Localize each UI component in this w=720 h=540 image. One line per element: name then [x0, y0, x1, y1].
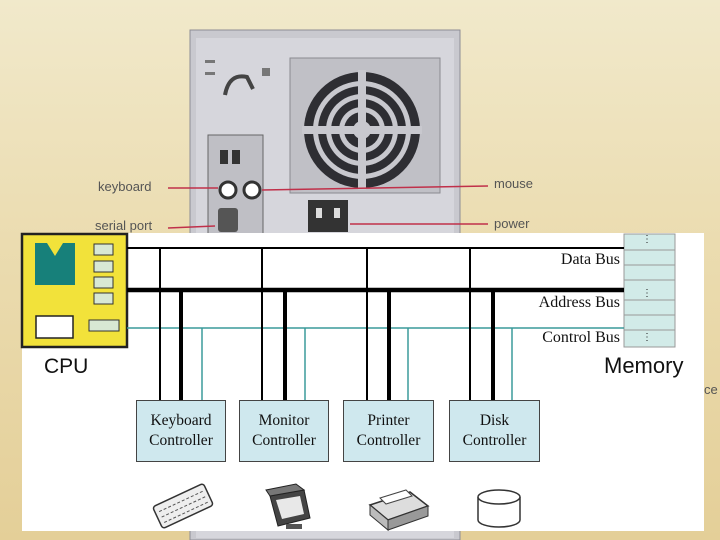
disk-controller: Disk Controller: [449, 400, 540, 462]
control-bus-label: Control Bus: [542, 329, 620, 346]
controller-line2: Controller: [252, 432, 316, 449]
cpu-chip-icon: [20, 232, 129, 349]
monitor-icon: [265, 483, 311, 529]
photo-label-keyboard: keyboard: [98, 179, 152, 194]
address-bus-label: Address Bus: [538, 294, 620, 311]
controller-line1: Disk: [479, 412, 510, 429]
photo-label-power: power: [494, 216, 530, 231]
photo-label-serial-port: serial port: [95, 218, 153, 233]
bus-diagram-panel: [22, 233, 704, 531]
controller-line2: Controller: [462, 432, 527, 449]
memory-dots-1: ⋮: [642, 234, 652, 245]
controller-line2: Controller: [356, 432, 421, 449]
printer-icon: [368, 489, 430, 532]
controller-line1: Monitor: [258, 412, 310, 429]
disk-icon: [477, 489, 521, 528]
photo-label-mouse: mouse: [494, 176, 534, 191]
keyboard-controller: Keyboard Controller: [136, 400, 226, 462]
memory-stack: [623, 233, 676, 348]
monitor-controller: Monitor Controller: [239, 400, 329, 462]
controller-line1: Printer: [367, 412, 410, 429]
photo-label-partial: ce: [704, 382, 718, 397]
controller-line1: Keyboard: [150, 412, 212, 429]
fan-icon: [302, 70, 422, 190]
memory-dots-3: ⋮: [642, 332, 652, 343]
memory-label: Memory: [604, 353, 684, 378]
data-bus-label: Data Bus: [560, 251, 620, 268]
printer-controller: Printer Controller: [343, 400, 434, 462]
cpu-label: CPU: [44, 355, 89, 378]
controller-line2: Controller: [149, 432, 213, 449]
memory-dots-2: ⋮: [642, 288, 652, 299]
keyboard-icon: [152, 483, 214, 529]
